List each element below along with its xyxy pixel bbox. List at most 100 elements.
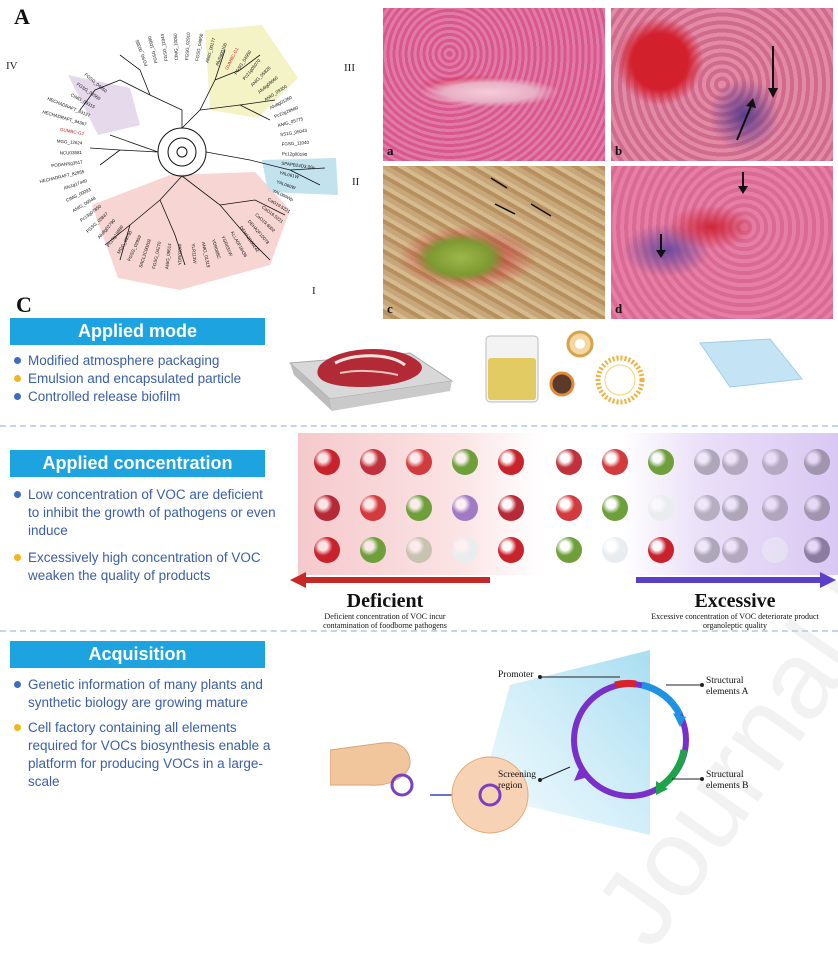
- micrograph-c-label: c: [387, 301, 393, 316]
- divider-2: [0, 630, 838, 632]
- food-item-icon: [452, 449, 478, 475]
- tree-leaf-label: YAL061W: [279, 170, 300, 180]
- bullet-dot: [14, 491, 21, 498]
- food-item-icon: [602, 449, 628, 475]
- food-item-icon: [648, 495, 674, 521]
- food-item-icon: [406, 495, 432, 521]
- tree-leaf-label: YDR008C: [211, 239, 222, 261]
- bullet-item: Low concentration of VOC are deficient t…: [14, 486, 276, 540]
- micrograph-d: d: [611, 166, 833, 319]
- food-item-icon: [556, 495, 582, 521]
- food-item-icon: [314, 495, 340, 521]
- bullet-item: Genetic information of many plants and s…: [14, 676, 276, 712]
- clade-iv-shade: [68, 75, 140, 135]
- tree-leaf-label: YLR113W: [191, 243, 198, 264]
- structural-a-label: Structural elements A: [706, 676, 749, 697]
- food-item-icon: [452, 537, 478, 563]
- food-item-icon: [556, 537, 582, 563]
- tree-leaf-label: GUMBC-G2: [60, 127, 85, 136]
- tree-leaf-label: FGSG_00385: [134, 39, 148, 67]
- food-item-icon: [498, 537, 524, 563]
- food-item-icon: [694, 495, 720, 521]
- hand-icon: [330, 742, 411, 786]
- meat-tray-illustration: [288, 348, 454, 411]
- tree-leaf-label: FGSG_10990: [147, 35, 159, 64]
- tree-leaf-label: PODANSg3517: [51, 159, 83, 168]
- food-item-icon: [314, 449, 340, 475]
- food-item-icon: [648, 449, 674, 475]
- tree-leaf-label: FGSG_11044: [160, 33, 169, 61]
- promoter-label: Promoter: [498, 670, 534, 680]
- micrograph-d-arrows: [656, 172, 748, 258]
- tree-leaf-label: FGSG_04270: [151, 241, 162, 270]
- clade-iv-label: IV: [6, 60, 18, 72]
- food-grid: [298, 433, 838, 575]
- food-item-icon: [804, 495, 830, 521]
- clade-ii-label: II: [352, 176, 360, 188]
- tree-leaf-label: ANIG_05775: [277, 116, 304, 128]
- tree-leaf-label: ANIG_00177: [205, 37, 217, 64]
- emulsion-illustration: [485, 330, 645, 405]
- food-item-icon: [406, 449, 432, 475]
- applied-concentration-bullets: Low concentration of VOC are deficient t…: [14, 486, 276, 585]
- tree-leaf-label: NCU03581: [60, 150, 83, 156]
- clade-ii-shade: [262, 158, 338, 195]
- tree-leaf-label: SPAPB24D3.09c: [281, 161, 316, 171]
- food-item-icon: [602, 537, 628, 563]
- micrograph-a-label: a: [387, 143, 394, 158]
- tree-leaf-label: ANIG_01319: [201, 241, 211, 268]
- panel-c-letter: C: [16, 292, 32, 317]
- tree-leaf-label: FGSG_02910: [184, 32, 191, 61]
- tree-leaf-label: YAL060W: [276, 179, 297, 191]
- tree-leaf-label: SS1G_05043: [280, 128, 308, 138]
- applied-concentration-title: Applied concentration: [10, 450, 265, 477]
- food-item-icon: [648, 537, 674, 563]
- tree-leaf-label: MGG_12624: [57, 139, 84, 146]
- screening-region-label: Screening region: [498, 770, 536, 791]
- bullet-item: Cell factory containing all elements req…: [14, 719, 276, 791]
- panel-a-letter: A: [14, 4, 30, 29]
- food-item-icon: [360, 495, 386, 521]
- tree-leaf-label: ANIG_09514: [164, 243, 172, 270]
- food-item-icon: [722, 449, 748, 475]
- food-item-icon: [804, 537, 830, 563]
- food-item-icon: [762, 495, 788, 521]
- bullet-dot: [14, 724, 21, 731]
- deficient-arrow: [290, 572, 490, 588]
- food-item-icon: [360, 537, 386, 563]
- bullet-item: Excessively high concentration of VOC we…: [14, 549, 276, 585]
- micrograph-d-label: d: [615, 301, 623, 316]
- tree-leaf-label: FGSG_04950: [194, 33, 204, 62]
- clade-iii-shade: [205, 25, 298, 118]
- food-item-icon: [406, 537, 432, 563]
- food-item-icon: [694, 537, 720, 563]
- food-item-icon: [556, 449, 582, 475]
- excessive-label: Excessive: [694, 590, 776, 612]
- bullet-dot: [14, 375, 21, 382]
- clade-i-shade: [92, 172, 290, 290]
- food-item-icon: [498, 449, 524, 475]
- acquisition-title: Acquisition: [10, 641, 265, 668]
- food-item-icon: [722, 537, 748, 563]
- food-item-icon: [804, 449, 830, 475]
- plasmid-illustration: [330, 650, 704, 835]
- bullet-item: Emulsion and encapsulated particle: [14, 370, 241, 388]
- excessive-sub: Excessive concentration of VOC deteriora…: [651, 612, 819, 630]
- food-item-icon: [762, 537, 788, 563]
- applied-mode-title: Applied mode: [10, 318, 265, 345]
- food-item-icon: [694, 449, 720, 475]
- deficient-label: Deficient: [346, 590, 424, 612]
- micrograph-a: a: [383, 8, 605, 161]
- food-item-icon: [722, 495, 748, 521]
- micrograph-c-arrows: [490, 177, 552, 217]
- food-item-icon: [360, 449, 386, 475]
- tree-leaf-label: YDR020W: [177, 243, 182, 265]
- excessive-arrow: [636, 572, 836, 588]
- deficient-sub: Deficient concentration of VOC incur con…: [323, 612, 447, 630]
- applied-mode-bullets: Modified atmosphere packaging Emulsion a…: [14, 352, 241, 406]
- bullet-dot: [14, 357, 21, 364]
- tree-leaf-label: CIMG_10050: [173, 33, 179, 60]
- micrograph-c: c: [383, 166, 605, 319]
- biofilm-illustration: [699, 338, 803, 388]
